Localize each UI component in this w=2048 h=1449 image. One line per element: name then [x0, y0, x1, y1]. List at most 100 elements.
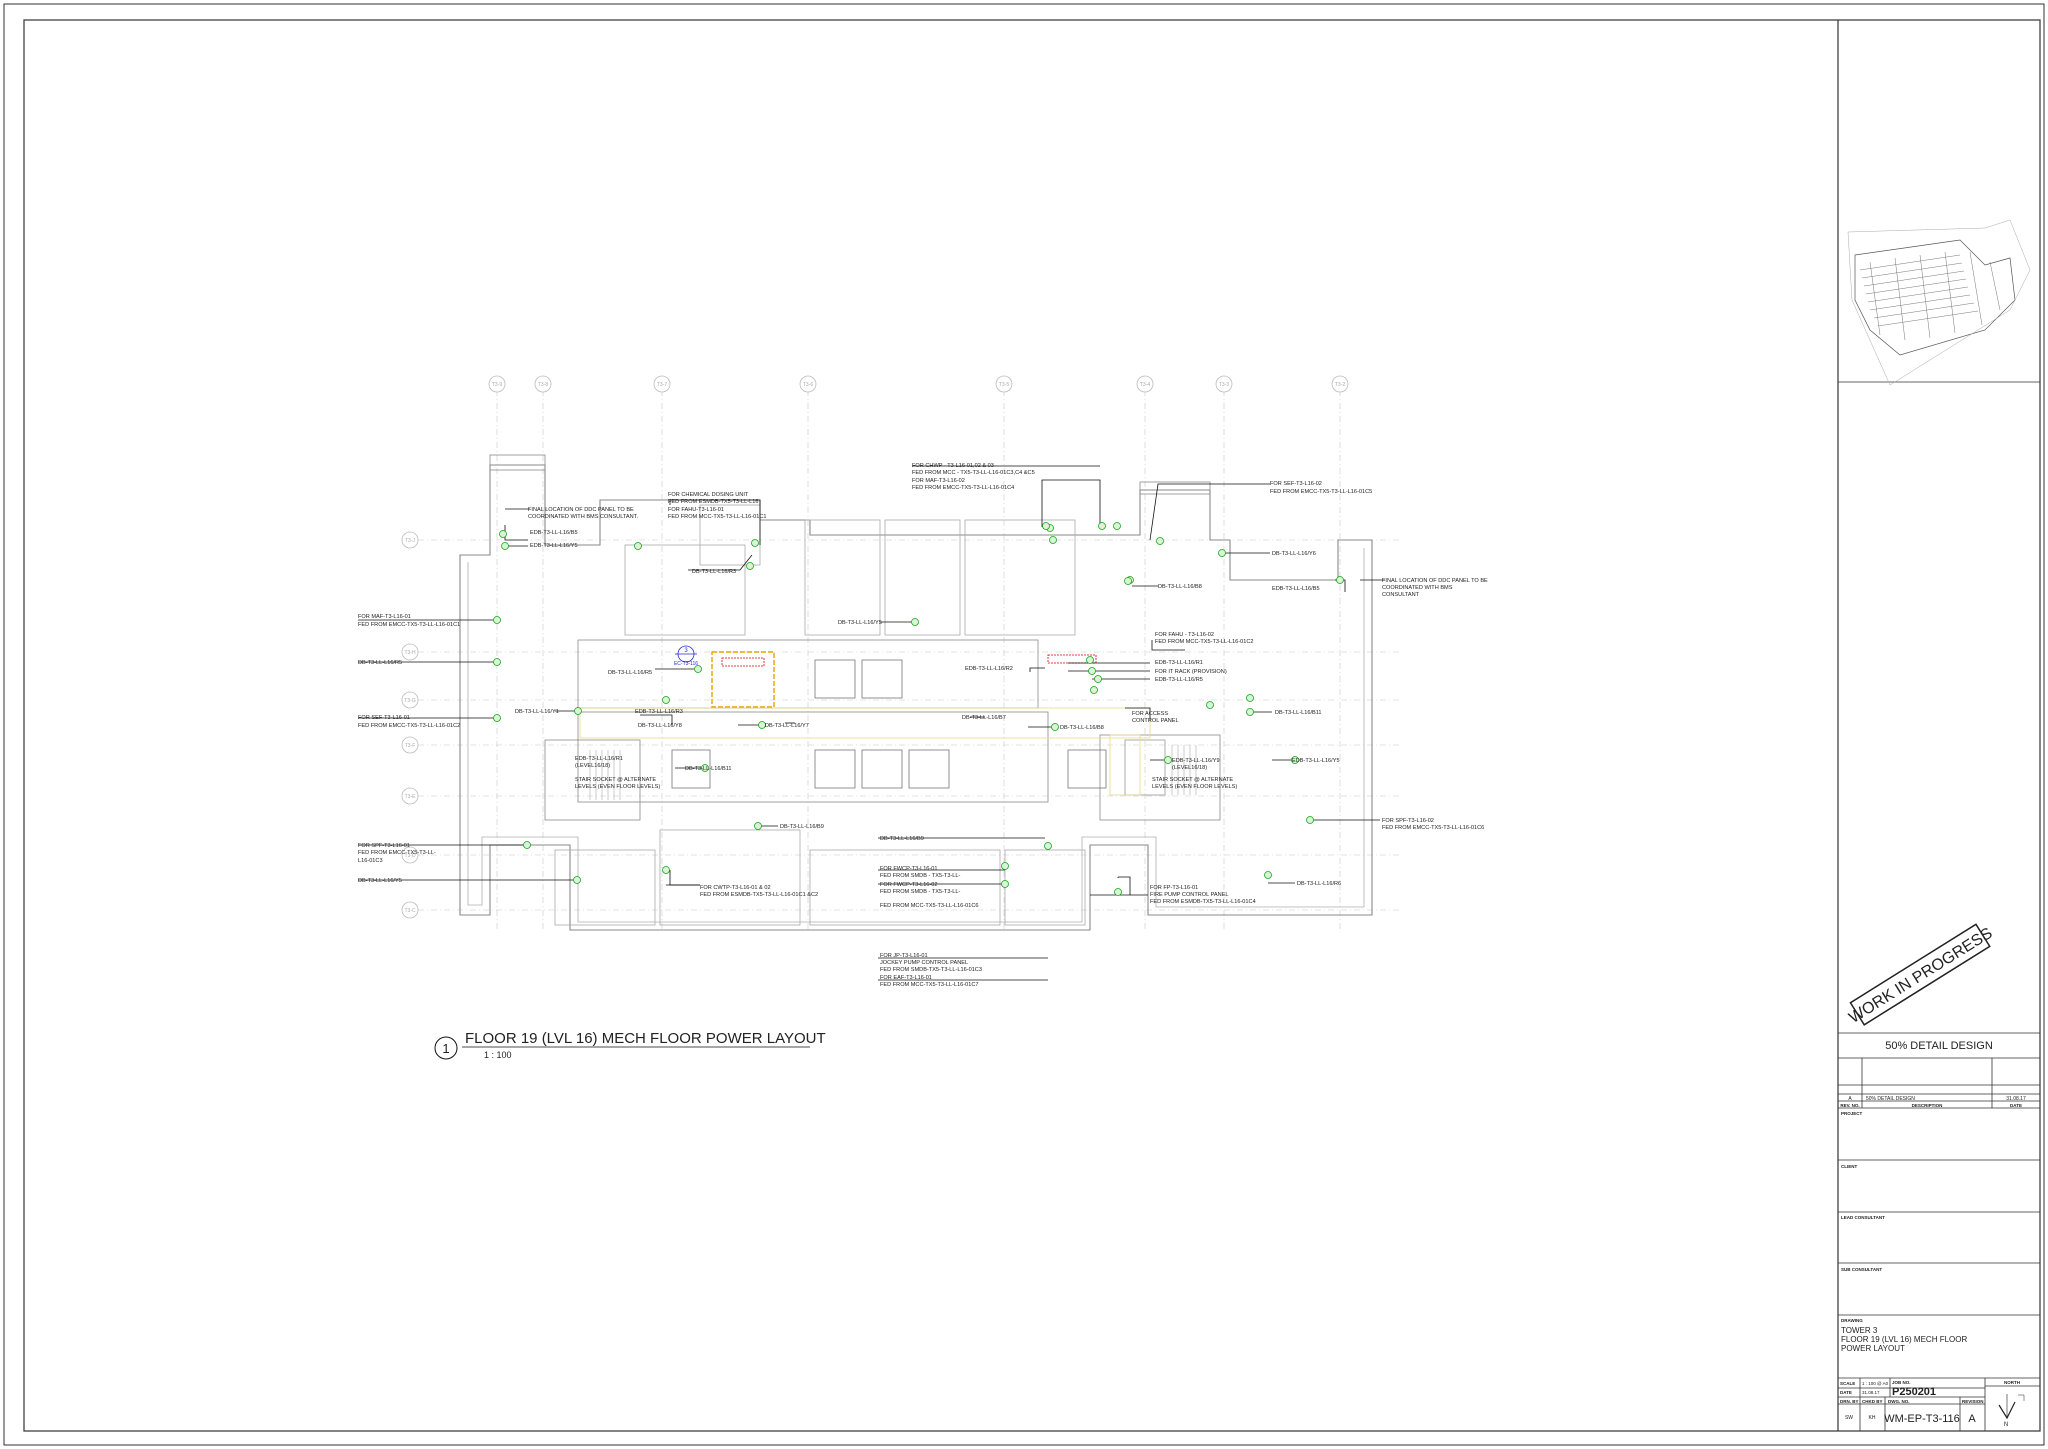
north-label: NORTH	[2004, 1380, 2020, 1385]
wip-stamp: WORK IN PROGRESS	[1846, 923, 1996, 1027]
wip-stamp-text: WORK IN PROGRESS	[1846, 925, 1995, 1027]
grid-label-top: T3-3	[1219, 382, 1230, 388]
section-tag: 3 EC-T3-116	[674, 645, 698, 667]
scale-label: SCALE	[1840, 1381, 1855, 1386]
annotation: DB-T3-LL-L16/R5	[358, 660, 402, 666]
north-letter: N	[2004, 1422, 2008, 1428]
annotation: DB-T3-LL-L16/R6	[1297, 881, 1341, 887]
annotation: DB-T3-LL-L16/B11	[685, 766, 732, 772]
grid-label-left: T3-C	[404, 908, 416, 914]
annotation: FOR IT RACK (PROVISION)	[1155, 669, 1227, 675]
annotation: FED FROM MCC-TX5-T3-LL-L16-01C6	[880, 903, 979, 909]
rev-letter: A	[1848, 1096, 1852, 1102]
annotation: EDB-T3-LL-L16/R1	[575, 756, 623, 762]
grid-label-left: T3-G	[404, 698, 416, 704]
annotation: FOR MAF-T3-L16-02	[912, 478, 965, 484]
annotation: FED FROM EMCC-TX5-T3-LL-L16-01C1	[358, 622, 460, 628]
annotation: STAIR SOCKET @ ALTERNATE	[1152, 777, 1233, 783]
annotation: DB-T3-LL-L16/B8	[1060, 725, 1104, 731]
annotation: LEVELS (EVEN FLOOR LEVELS)	[1152, 784, 1237, 790]
annotation: EDB-T3-LL-L16/R1	[1155, 660, 1203, 666]
annotation: COORDINATED WITH BMS CONSULTANT.	[528, 514, 638, 520]
annotation: LEVELS (EVEN FLOOR LEVELS)	[575, 784, 660, 790]
annotation: FED FROM SMDB-TX5-T3-LL-L16-01C3	[880, 967, 982, 973]
annotation: DB-T3-LL-L16/R5	[608, 670, 652, 676]
annotation: EDB-T3-LL-L16/R2	[965, 666, 1013, 672]
annotation: FED FROM MCC-TX5-T3-LL-L16-01C7	[880, 982, 979, 988]
drawing-label: DRAWING	[1841, 1318, 1863, 1323]
annotation: DB-T3-LL-L16/Y5	[358, 878, 402, 884]
annotation: FOR EAF-T3-L16-01	[880, 975, 932, 981]
drn-label: DRN. BY	[1840, 1399, 1859, 1404]
job-no: P250201	[1892, 1386, 1936, 1398]
annotation: FOR FWCP-T3-L16-01	[880, 866, 938, 872]
section-tag-number: 3	[684, 648, 688, 654]
north-arrow-icon	[1998, 1394, 2025, 1420]
grid-label-top: T3-6	[803, 382, 814, 388]
annotation: FOR JP-T3-L16-01	[880, 953, 928, 959]
grid-label-top: T3-4	[1140, 382, 1151, 388]
grid-label-left: T3-J	[405, 538, 416, 544]
annotation: DB-T3-LL-L16/Y6	[1272, 551, 1316, 557]
grid-label-left: T3-H	[404, 650, 416, 656]
annotation: DB-T3-LL-L16/Y7	[765, 723, 809, 729]
grid-label-top: T3-5	[999, 382, 1010, 388]
annotation: L16-01C3	[358, 858, 383, 864]
annotation: DB-T3-LL-L16/B8	[1158, 584, 1202, 590]
annotation: EDB-T3-LL-L16/R5	[1155, 677, 1203, 683]
annotation: DB-T3-LL-L16/R3	[692, 569, 736, 575]
section-tag-ref: EC-T3-116	[674, 661, 698, 667]
grid-label-top: T3-8	[538, 382, 549, 388]
annotation: FOR ACCESS	[1132, 711, 1168, 717]
annotation: FED FROM MCC-TX5-T3-LL-L16-01C2	[1155, 639, 1254, 645]
annotation: DB-T3-LL-L16/Y8	[638, 723, 682, 729]
annotation: CONSULTANT	[1382, 592, 1420, 598]
stage-label: 50% DETAIL DESIGN	[1885, 1040, 1993, 1052]
date-value: 31.08.17	[1862, 1390, 1880, 1395]
annotation: FOR CHWP - T3-L16-01,02 & 03 -	[912, 463, 997, 469]
scale-value: 1 : 100 @ A0	[1862, 1381, 1889, 1386]
annotation: FOR FP-T3-L16-01	[1150, 885, 1198, 891]
drawing-title: FLOOR 19 (LVL 16) MECH FLOOR POWER LAYOU…	[465, 1030, 826, 1047]
annotation: DB-T3-LL-L16/B11	[1275, 710, 1322, 716]
drawing-title-line: POWER LAYOUT	[1841, 1344, 1905, 1353]
annotation: EDB-T3-LL-L16/Y9	[1172, 758, 1220, 764]
floor-plan	[418, 390, 1400, 931]
chkd-by: KH	[1869, 1415, 1876, 1421]
grid-label-left: T3-F	[405, 743, 416, 749]
annotation: FIRE PUMP CONTROL PANEL	[1150, 892, 1229, 898]
desc-header: DESCRIPTION	[1912, 1103, 1943, 1108]
job-no-label: JOB NO.	[1892, 1380, 1911, 1385]
dwg-no-label: DWG. NO.	[1888, 1399, 1910, 1404]
annotation-layer: FOR CHWP - T3-L16-01,02 & 03 - FED FROM …	[358, 463, 1488, 988]
annotation: FOR SEF-T3-L16-01	[358, 715, 410, 721]
annotation: (LEVEL16/18)	[1172, 765, 1207, 771]
annotation: FOR SPF-T3-L16-02	[1382, 818, 1434, 824]
drawing-title-line: FLOOR 19 (LVL 16) MECH FLOOR	[1841, 1335, 1967, 1344]
revision: A	[1968, 1413, 1976, 1425]
annotation: STAIR SOCKET @ ALTERNATE	[575, 777, 656, 783]
annotation: EDB-T3-LL-L16/B5	[1272, 586, 1320, 592]
grid-label-left: T3-E	[405, 794, 417, 800]
date-label: DATE	[1840, 1390, 1852, 1395]
annotation: FED FROM SMDB - TX5-T3-LL-	[880, 873, 961, 879]
annotation: FOR SPF-T3-L16-01	[358, 843, 410, 849]
client-label: CLIENT	[1841, 1164, 1858, 1169]
annotation: FOR FWCP-T3-L16-02	[880, 882, 938, 888]
annotation: FINAL LOCATION OF DDC PANEL TO BE	[528, 507, 634, 513]
annotation: FED FROM EMCC-TX5-T3-LL-L16-01C6	[1382, 825, 1484, 831]
annotation: FED FROM MCC-TX5-T3-LL-L16-01C1	[668, 514, 767, 520]
title-block	[1838, 381, 2040, 1431]
grid-label-top: T3-2	[1335, 382, 1346, 388]
sub-consultant-label: SUB CONSULTANT	[1841, 1267, 1882, 1272]
project-label: PROJECT	[1841, 1111, 1863, 1116]
annotation: FED FROM SMDB - TX5-T3-LL-	[880, 889, 961, 895]
grid-label-left: T3-D	[404, 853, 416, 859]
chkd-label: CHKD BY	[1862, 1399, 1883, 1404]
annotation: FED FROM ESMDB-TX5-T3-LL-L16-01C1 &C2	[700, 892, 818, 898]
view-number: 1	[442, 1041, 449, 1056]
lead-consultant-label: LEAD CONSULTANT	[1841, 1215, 1885, 1220]
annotation: DB-T3-LL-L16/B7	[962, 715, 1006, 721]
annotation: COORDINATED WITH BMS	[1382, 585, 1453, 591]
annotation: FOR MAF-T3-L16-01	[358, 614, 411, 620]
